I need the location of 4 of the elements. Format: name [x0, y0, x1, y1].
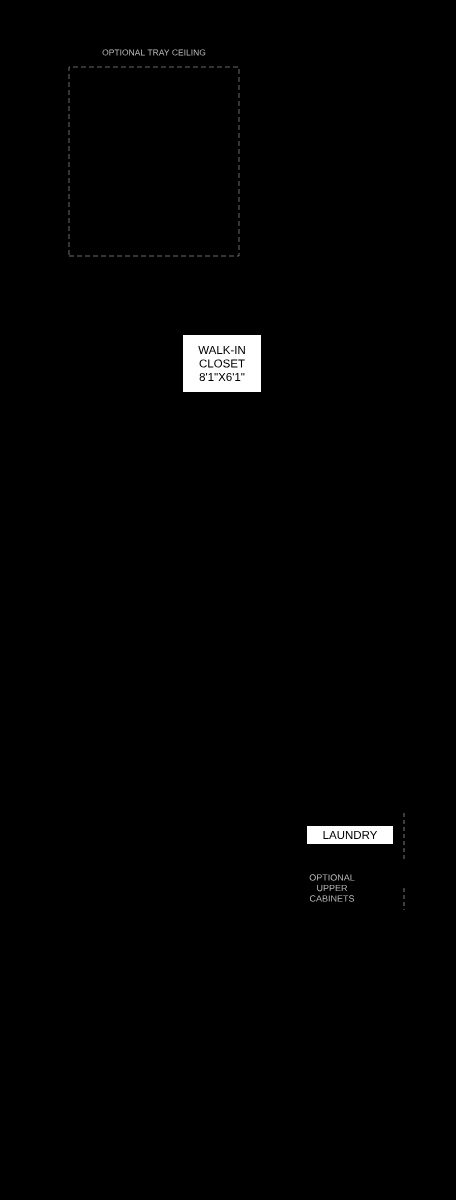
room-label: OPTIONAL TRAY CEILING [102, 49, 206, 56]
room-label: WALK-IN CLOSET 8'1"X6'1" [183, 335, 261, 392]
room-label: LAUNDRY [307, 826, 393, 844]
cabinet-label: OPTIONAL UPPER CABINETS [309, 874, 355, 902]
